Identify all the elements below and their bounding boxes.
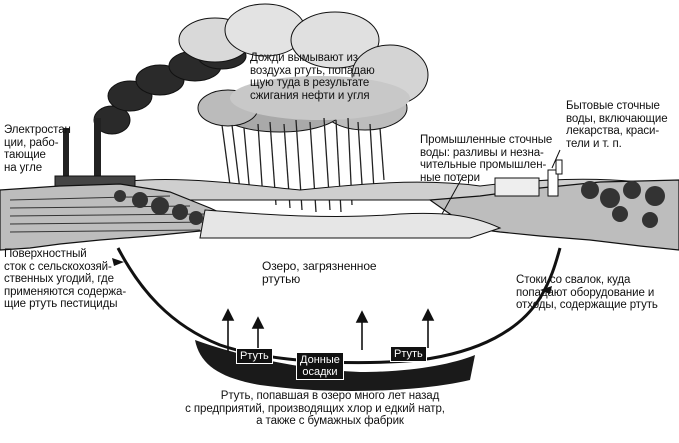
bottom-caption-line: а также с бумажных фабрик	[256, 415, 404, 427]
rain-label-line: сжигания нефти и угля	[250, 89, 370, 102]
agri-runoff-label: Поверхностный сток с сельскохозяй- ствен…	[4, 248, 126, 311]
sediments-label: Донные осадки	[296, 352, 344, 380]
household-label-line: воды, включающие	[566, 112, 668, 125]
right-trees	[581, 181, 665, 228]
power-plant-label-line: тающие	[4, 149, 46, 161]
rain-cloud	[178, 3, 429, 133]
factory	[494, 159, 563, 197]
landfill-label-line: отходы, содержащие ртуть	[516, 299, 658, 311]
industrial-label-line: Промышленные сточные	[420, 134, 553, 146]
agri-runoff-label-line: Поверхностный	[4, 248, 87, 260]
power-plant-label: Электростан ции, рабо- тающие на угле	[4, 124, 71, 174]
agri-runoff-label-line: щие ртуть пестициды	[4, 298, 118, 310]
industrial-label-line: воды: разливы и незна-	[420, 146, 544, 159]
power-plant-label-line: на угле	[4, 161, 43, 174]
lake-label-line: Озеро, загрязненное	[262, 259, 377, 273]
lake-surface	[199, 209, 502, 239]
inflow-arrows	[112, 258, 552, 294]
mercury-left-label: Ртуть	[236, 348, 273, 364]
sediments-label-line: Донные	[300, 354, 340, 366]
rain-label-line: щую туда в результате	[250, 77, 370, 89]
power-plant-label-line: ции, рабо-	[4, 136, 59, 149]
bottom-caption-line: с предприятий, производящих хлор и едкий…	[185, 402, 445, 415]
mercury-right-label: Ртуть	[390, 346, 427, 362]
rain-label: Дожди вымывают из воздуха ртуть, попадаю…	[250, 52, 375, 102]
lake-label: Озеро, загрязненное ртутью	[262, 260, 377, 286]
agri-runoff-label-line: сток с сельскохозяй-	[4, 260, 112, 273]
release-arrows	[221, 308, 435, 352]
lake-label-line: ртутью	[262, 272, 301, 286]
rain-label-line: Дожди вымывают из	[250, 52, 358, 64]
lake-basin	[116, 247, 562, 365]
bottom-caption-line: Ртуть, попавшая в озеро много лет назад	[220, 390, 440, 402]
landfill-label-line: Стоки со свалок, куда	[516, 274, 631, 286]
callout-lines	[441, 149, 561, 215]
rain-label-line: воздуха ртуть, попадаю	[250, 64, 375, 77]
industrial-label-line: чительные промышлен-	[420, 159, 547, 171]
bottom-caption: Ртуть, попавшая в озеро много лет назад …	[185, 390, 460, 428]
industrial-label: Промышленные сточные воды: разливы и нез…	[420, 134, 552, 184]
sediment-layer	[195, 340, 475, 392]
landfill-label: Стоки со свалок, куда попадают оборудова…	[516, 274, 658, 312]
sediments-label-line: осадки	[302, 366, 338, 378]
industrial-label-line: ные потери	[420, 171, 480, 184]
agri-runoff-label-line: ственных угодий, где	[4, 273, 114, 285]
household-label-line: лекарства, краси-	[566, 125, 660, 137]
household-label: Бытовые сточные воды, включающие лекарст…	[566, 100, 668, 150]
left-trees	[114, 190, 203, 225]
landfill-label-line: попадают оборудование и	[516, 286, 655, 299]
agri-runoff-label-line: применяются содержа-	[4, 285, 127, 298]
household-label-line: тели и т. п.	[566, 137, 622, 150]
household-label-line: Бытовые сточные	[566, 100, 660, 112]
power-plant-label-line: Электростан	[4, 124, 71, 136]
